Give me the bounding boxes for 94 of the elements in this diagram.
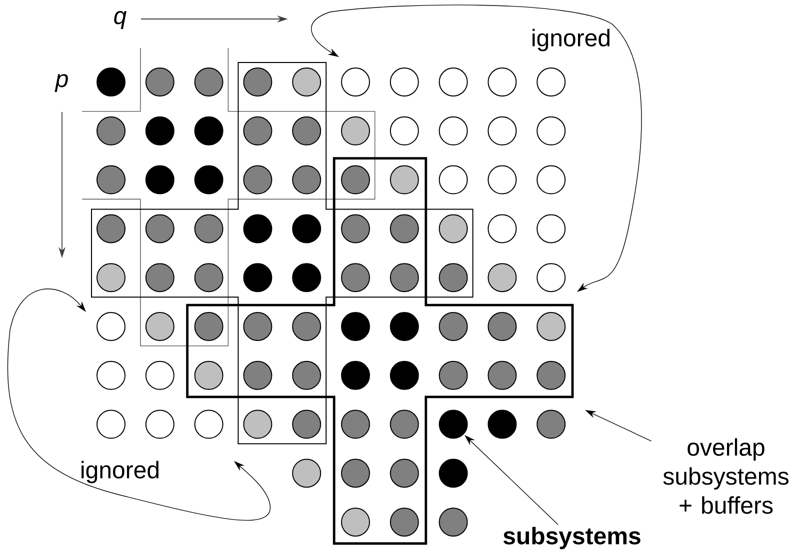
lattice-site (390, 312, 419, 341)
lattice-site (390, 165, 419, 194)
region-label: p (54, 74, 68, 92)
lattice-site (292, 165, 322, 194)
callout-text: overlap subsystems + buffers (663, 438, 788, 514)
lattice-site (194, 165, 224, 194)
lattice-site (438, 508, 468, 537)
lattice-site (438, 68, 468, 96)
lattice-site (96, 165, 126, 194)
lattice-site (341, 263, 370, 292)
lattice-site (488, 214, 517, 244)
lattice-site (438, 312, 468, 341)
lattice-site (536, 410, 566, 439)
leader-line (464, 435, 558, 525)
lattice-site (390, 360, 419, 390)
lattice-site (488, 116, 517, 146)
lattice-site (292, 116, 322, 146)
lattice-site (292, 214, 322, 244)
lattice-site (536, 360, 566, 390)
lattice-site (243, 312, 272, 341)
lattice-site (292, 410, 322, 439)
lattice-site (536, 165, 566, 194)
lattice-site (243, 68, 272, 96)
region-label: q (114, 11, 126, 29)
region-label: ignored (82, 460, 158, 484)
lattice-site (536, 68, 566, 96)
lattice-site (96, 68, 126, 96)
lattice-site (292, 263, 322, 292)
lattice-site (243, 214, 272, 244)
lattice-site (292, 312, 322, 341)
lattice-site (438, 214, 468, 244)
lattice-site (194, 360, 224, 390)
lattice-site (96, 360, 126, 390)
lattice-site (536, 214, 566, 244)
lattice-site (438, 458, 468, 488)
lattice-site (390, 458, 419, 488)
lattice-site (145, 312, 174, 341)
lattice-site (145, 165, 174, 194)
lattice-site (488, 312, 517, 341)
lattice-site (341, 508, 370, 537)
lattice-site (341, 214, 370, 244)
lattice-site (96, 263, 126, 292)
lattice-site (194, 263, 224, 292)
lattice-site (390, 508, 419, 537)
lattice-site (341, 312, 370, 341)
lattice-site (390, 263, 419, 292)
lattice-site (145, 116, 174, 146)
lattice-site (341, 116, 370, 146)
lattice-site (145, 263, 174, 292)
lattice-site (145, 68, 174, 96)
lattice-site (194, 68, 224, 96)
lattice-site (536, 116, 566, 146)
lattice-site (243, 116, 272, 146)
lattice-site (145, 360, 174, 390)
lattice-site (96, 312, 126, 341)
lattice-site (438, 165, 468, 194)
lattice-site (292, 360, 322, 390)
lattice-site (243, 410, 272, 439)
lattice-site (488, 165, 517, 194)
lattice-site (536, 263, 566, 292)
region-label: ignored (532, 28, 610, 52)
lattice-site (96, 214, 126, 244)
lattice-site (390, 214, 419, 244)
lattice-site (194, 214, 224, 244)
lattice-site (488, 360, 517, 390)
lattice-site (390, 410, 419, 439)
lattice-site (438, 263, 468, 292)
lattice-site (341, 410, 370, 439)
lattice-site (145, 410, 174, 439)
callout-text: subsystems (503, 526, 640, 550)
lattice-site (341, 458, 370, 488)
lattice-site (438, 360, 468, 390)
lattice-site (390, 116, 419, 146)
lattice-site (536, 312, 566, 341)
lattice-site (96, 116, 126, 146)
lattice-site (194, 116, 224, 146)
lattice-site (292, 68, 322, 96)
lattice-site (96, 410, 126, 439)
lattice-site (438, 116, 468, 146)
lattice-site (488, 410, 517, 439)
lattice-site (145, 214, 174, 244)
lattice-site (341, 360, 370, 390)
lattice-site (243, 165, 272, 194)
lattice-site (488, 68, 517, 96)
lattice-site (488, 263, 517, 292)
lattice-site (390, 68, 419, 96)
lattice-site (243, 360, 272, 390)
lattice-site (243, 263, 272, 292)
lattice-site (194, 410, 224, 439)
lattice-site (438, 410, 468, 439)
lattice-site (194, 312, 224, 341)
lattice-site (341, 165, 370, 194)
lattice-site (292, 458, 322, 488)
lattice-site (341, 68, 370, 96)
